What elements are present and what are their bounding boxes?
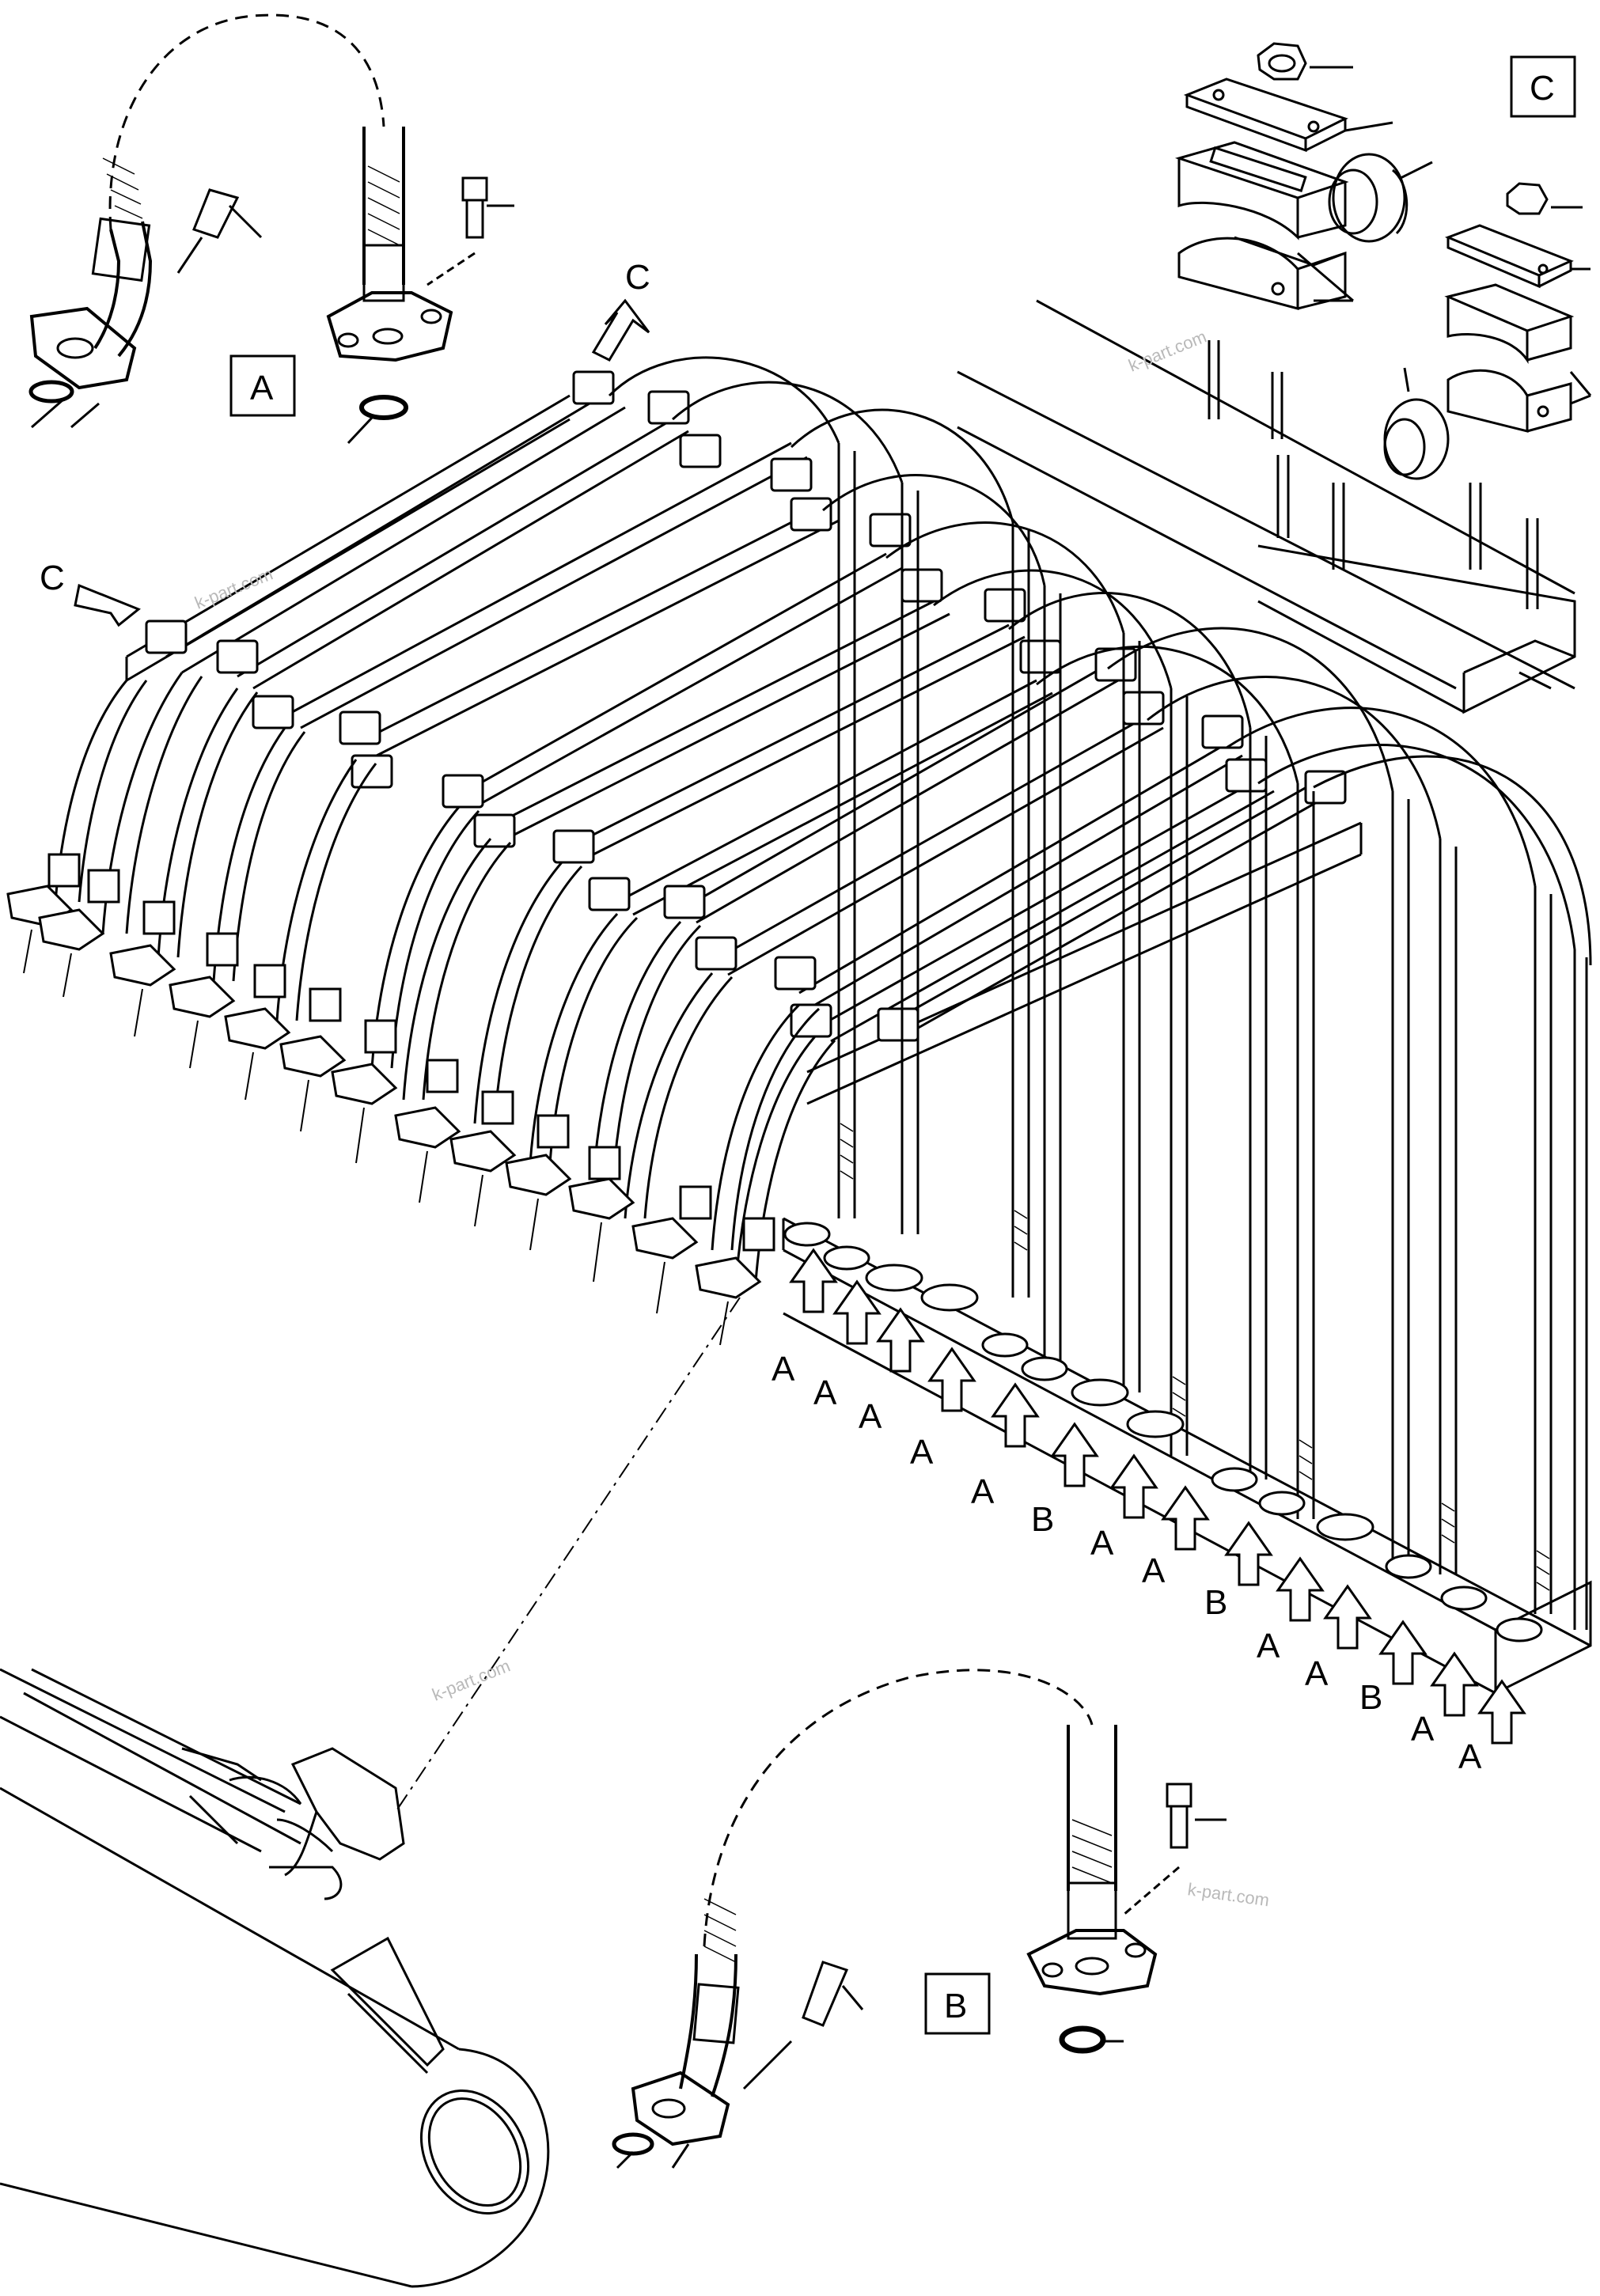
view-b-label-box xyxy=(924,1972,991,2035)
detail-a-hose-flange xyxy=(28,13,514,445)
view-c-arrow-label-top: C xyxy=(625,258,650,297)
view-c-arrow-top xyxy=(591,298,650,362)
view-c-label: C xyxy=(1530,69,1555,108)
watermark-4: k-part.com xyxy=(1186,1879,1270,1910)
port-arrow xyxy=(1050,1422,1099,1487)
detail-body-section xyxy=(0,1668,550,2288)
port-marker-label: A xyxy=(1142,1552,1166,1590)
port-arrow xyxy=(1224,1521,1273,1586)
port-marker-label: A xyxy=(1090,1524,1114,1563)
port-arrow xyxy=(1109,1453,1158,1519)
port-arrow xyxy=(1161,1485,1210,1551)
detail-c-clamp-exploded xyxy=(957,42,1592,714)
port-arrows xyxy=(789,1248,1526,1745)
port-marker-label: B xyxy=(1359,1678,1382,1717)
port-arrow xyxy=(789,1248,838,1313)
watermark-2: k-part.com xyxy=(192,564,276,613)
port-marker-label: B xyxy=(1204,1583,1227,1622)
port-marker-label: A xyxy=(971,1472,995,1511)
port-marker-label: A xyxy=(859,1397,882,1436)
port-marker-label: A xyxy=(1411,1710,1435,1749)
port-arrow xyxy=(876,1307,925,1373)
port-arrow xyxy=(1378,1620,1427,1685)
port-marker-label: A xyxy=(1458,1737,1482,1776)
port-arrow xyxy=(1323,1584,1372,1650)
view-c-label-box xyxy=(1510,55,1576,118)
port-marker-label: B xyxy=(1031,1500,1054,1539)
port-arrow xyxy=(832,1279,882,1345)
port-arrow xyxy=(1276,1556,1325,1622)
port-marker-label: A xyxy=(813,1373,837,1412)
port-marker-label: A xyxy=(772,1350,795,1389)
port-marker-label: A xyxy=(1257,1627,1280,1665)
watermark-1: k-part.com xyxy=(1126,327,1210,376)
port-arrow xyxy=(991,1382,1040,1448)
leader-dashdot-main xyxy=(395,1297,741,1813)
view-b-label: B xyxy=(944,1987,967,2025)
port-arrow xyxy=(1430,1651,1479,1717)
detail-b-hose-flange xyxy=(612,1669,1227,2169)
watermark-3: k-part.com xyxy=(430,1656,514,1705)
view-c-arrow-left xyxy=(74,583,141,627)
main-hose-bundle xyxy=(6,356,1592,1695)
view-c-arrow-label-left: C xyxy=(40,559,65,597)
port-marker-label: A xyxy=(910,1433,934,1472)
view-a-label: A xyxy=(250,369,274,407)
view-a-label-box xyxy=(229,354,296,417)
port-arrow xyxy=(1477,1679,1526,1745)
port-arrow xyxy=(927,1347,976,1412)
port-marker-label: A xyxy=(1305,1654,1329,1693)
